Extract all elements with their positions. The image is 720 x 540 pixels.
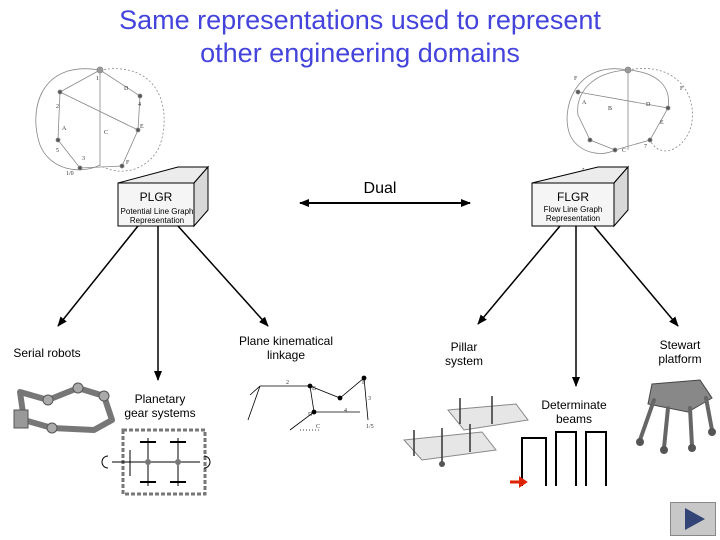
serial-robot-illustration	[13, 382, 115, 434]
svg-text:D: D	[124, 86, 129, 92]
plgr-sub-1: Potential Line Graph	[120, 207, 194, 216]
svg-text:7: 7	[644, 144, 647, 150]
svg-text:E: E	[660, 120, 664, 126]
title-line-1: Same representations used to represent	[119, 5, 601, 35]
planetary-line-1: Planetary	[134, 392, 186, 406]
flgr-sub-1: Flow Line Graph	[543, 205, 603, 214]
svg-text:1: 1	[96, 76, 99, 82]
svg-text:F: F	[680, 86, 684, 92]
title-line-2: other engineering domains	[200, 38, 520, 68]
linkage-labels: 2 B 3 D 4 F 1/5 C	[286, 380, 374, 430]
svg-text:4: 4	[138, 102, 141, 108]
svg-text:3: 3	[368, 396, 371, 402]
plane-linkage-line-1: Plane kinematical	[238, 334, 334, 348]
stewart-label: Stewart platform	[642, 338, 718, 366]
svg-text:B: B	[608, 106, 612, 112]
stewart-line-2: platform	[658, 352, 702, 366]
planetary-label: Planetary gear systems	[110, 392, 210, 420]
svg-text:1/0: 1/0	[66, 171, 74, 177]
plgr-label: PLGR	[139, 190, 173, 204]
svg-text:3: 3	[82, 156, 85, 162]
determinate-beams-illustration	[510, 431, 607, 488]
pillar-line-2: system	[444, 354, 483, 368]
plane-linkage-label: Plane kinematical linkage	[228, 334, 344, 362]
svg-text:A: A	[582, 100, 587, 106]
arrow-to-pillar	[477, 225, 561, 325]
svg-text:2: 2	[286, 380, 289, 386]
stewart-platform-illustration	[636, 379, 716, 454]
stewart-line-1: Stewart	[659, 338, 701, 352]
svg-text:F: F	[574, 76, 578, 82]
svg-text:B: B	[312, 386, 316, 392]
pillar-label: Pillar system	[424, 340, 504, 368]
linkage-illustration	[247, 375, 369, 431]
svg-text:5: 5	[56, 148, 59, 154]
pillar-system-illustration	[402, 396, 529, 467]
determinate-label: Determinate beams	[526, 398, 622, 426]
play-icon	[685, 508, 705, 530]
determinate-line-2: beams	[555, 412, 593, 426]
flgr-label: FLGR	[556, 190, 589, 204]
svg-text:2: 2	[56, 104, 59, 110]
planetary-gear-illustration	[101, 428, 211, 496]
plane-linkage-line-2: linkage	[266, 348, 306, 362]
right-line-graph	[566, 66, 693, 154]
svg-text:E: E	[140, 124, 144, 130]
svg-text:D: D	[646, 102, 651, 108]
svg-text:C: C	[104, 130, 108, 136]
dual-label: Dual	[363, 180, 397, 197]
pillar-line-1: Pillar	[450, 340, 478, 354]
plgr-sub-2: Representation	[129, 216, 185, 225]
left-line-graph	[35, 66, 165, 172]
determinate-line-1: Determinate	[541, 398, 607, 412]
svg-text:C: C	[622, 148, 626, 154]
arrow-to-stewart	[593, 225, 679, 327]
plgr-box	[117, 165, 210, 228]
flgr-sub-2: Representation	[545, 214, 601, 223]
planetary-line-2: gear systems	[124, 406, 196, 420]
svg-text:F: F	[126, 160, 130, 166]
svg-text:4: 4	[344, 408, 347, 414]
svg-text:A: A	[62, 126, 67, 132]
svg-text:1/5: 1/5	[366, 424, 374, 430]
left-graph-labels: 1 D 2 4 A E C 5 1/0 F 3	[56, 76, 144, 177]
svg-text:D: D	[308, 412, 313, 418]
page-title: Same representations used to represent o…	[0, 4, 720, 70]
arrow-to-plane-linkage	[177, 225, 269, 327]
serial-robots-label: Serial robots	[13, 346, 81, 360]
svg-text:F: F	[362, 380, 366, 386]
flgr-box	[531, 165, 630, 228]
next-slide-button[interactable]	[670, 502, 716, 536]
svg-text:C: C	[316, 424, 320, 430]
arrow-to-serial-robots	[57, 225, 139, 327]
right-graph-labels: F A B D F E C 7	[574, 76, 684, 154]
